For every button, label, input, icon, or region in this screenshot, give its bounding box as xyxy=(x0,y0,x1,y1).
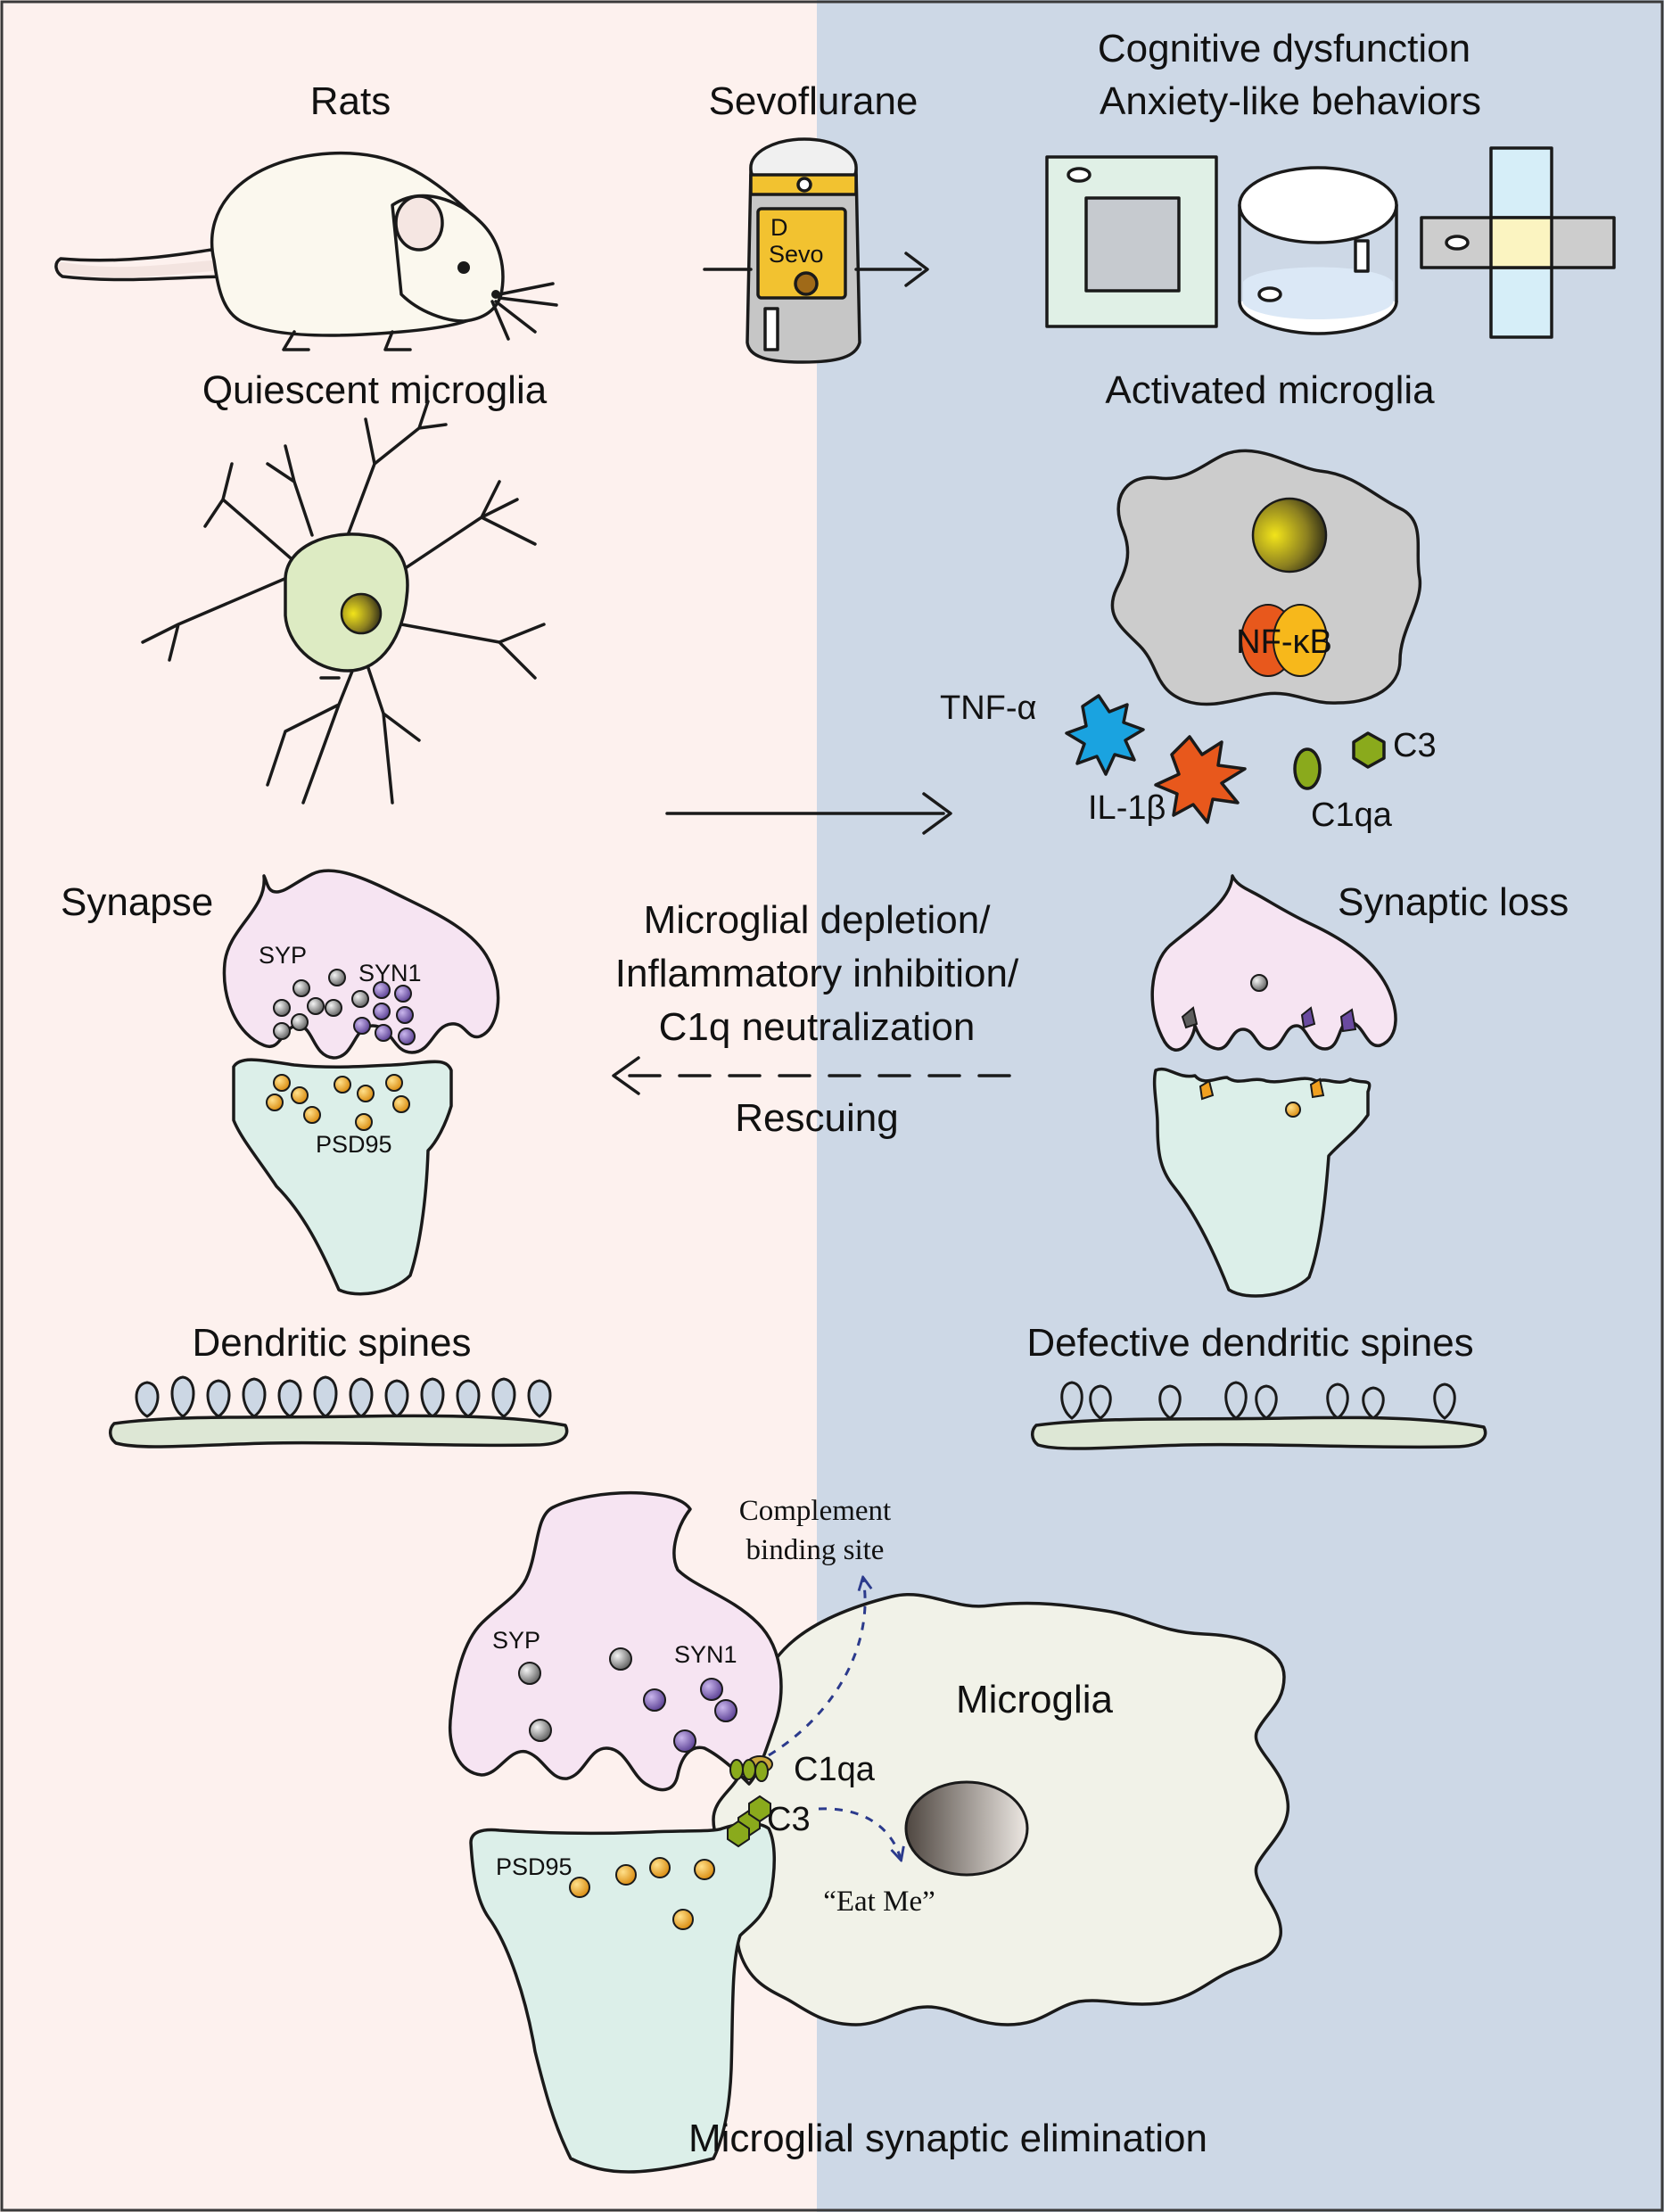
bottom-presynaptic-terminal: SYP SYN1 xyxy=(449,1490,783,1792)
label-il1-beta: IL-1β xyxy=(1088,789,1166,827)
complement-tags xyxy=(727,1755,773,1848)
label-activated-microglia: Activated microglia xyxy=(1105,368,1435,412)
nfkb-subunit-b xyxy=(1273,604,1328,677)
defective-dendrite xyxy=(1031,1381,1487,1450)
c1qa-oval-icon xyxy=(1293,747,1322,790)
rescue-dashed-arrow xyxy=(612,1056,1018,1095)
vaporizer-brand-text: D xyxy=(770,214,788,241)
label-syp-bottom: SYP xyxy=(492,1627,540,1654)
vaporizer-label-text: Sevo xyxy=(769,241,824,268)
rat-illustration xyxy=(54,151,558,351)
activated-microglia-cell: NF-κB xyxy=(1110,449,1422,706)
label-microglial-synaptic-elimination: Microglial synaptic elimination xyxy=(688,2117,1207,2160)
bottom-microglia-nucleus xyxy=(904,1780,1029,1877)
label-c1qa: C1qa xyxy=(1311,796,1393,834)
healthy-dendrite xyxy=(109,1375,569,1449)
activation-arrow xyxy=(665,792,952,835)
c3-hexagon-icon xyxy=(1352,731,1386,769)
syn1-vesicles xyxy=(353,981,416,1045)
label-dendritic-spines: Dendritic spines xyxy=(192,1321,471,1365)
il1-beta-star-icon xyxy=(1154,735,1247,824)
label-binding-site: binding site xyxy=(746,1534,885,1566)
tnf-alpha-star-icon xyxy=(1065,694,1145,776)
label-synapse: Synapse xyxy=(61,880,213,924)
label-c3-bottom: C3 xyxy=(767,1801,811,1838)
syp-vesicles xyxy=(273,969,369,1040)
label-cognitive-dysfunction: Cognitive dysfunction xyxy=(1098,27,1470,70)
label-quiescent-microglia: Quiescent microglia xyxy=(202,368,548,412)
label-syp-top: SYP xyxy=(259,942,307,969)
open-field-test-icon xyxy=(1045,155,1218,328)
label-rescue-depletion: Microglial depletion/ xyxy=(644,898,992,942)
rat-ear xyxy=(394,194,444,252)
label-tnf-alpha: TNF-α xyxy=(940,689,1037,727)
label-complement: Complement xyxy=(739,1495,891,1527)
elevated-plus-maze-icon xyxy=(1420,146,1616,339)
vaporizer-label-panel xyxy=(756,207,847,300)
quiescent-nucleus xyxy=(340,592,383,635)
label-psd95-top: PSD95 xyxy=(316,1131,392,1158)
activated-nucleus xyxy=(1251,497,1328,574)
rat-eye xyxy=(457,261,470,274)
sevoflurane-vaporizer-illustration: D Sevo xyxy=(703,137,929,364)
healthy-synapse: SYP SYN1 PSD95 xyxy=(222,869,500,1296)
label-syn1-top: SYN1 xyxy=(358,960,422,986)
label-syn1-bottom: SYN1 xyxy=(674,1641,737,1668)
damaged-synapse xyxy=(1150,874,1397,1298)
label-anxiety-behaviors: Anxiety-like behaviors xyxy=(1100,79,1481,123)
label-psd95-bottom: PSD95 xyxy=(496,1853,573,1880)
label-rescuing: Rescuing xyxy=(735,1096,898,1140)
bottom-microglia-cell xyxy=(645,1592,1290,2026)
water-maze-test-icon xyxy=(1238,166,1398,335)
label-c3: C3 xyxy=(1393,727,1437,764)
label-synaptic-loss: Synaptic loss xyxy=(1338,880,1569,924)
label-rescue-c1q: C1q neutralization xyxy=(659,1005,976,1049)
label-nfkb: NF-κB xyxy=(1236,623,1332,661)
label-rescue-inhibition: Inflammatory inhibition/ xyxy=(615,952,1019,995)
quiescent-microglia-cell xyxy=(141,400,546,805)
label-eat-me: “Eat Me” xyxy=(823,1886,935,1918)
label-rats: Rats xyxy=(310,79,391,123)
bottom-postsynaptic-spine: PSD95 xyxy=(469,1821,777,2174)
binding-site-arrow xyxy=(768,1579,865,1757)
label-defective-dendritic-spines: Defective dendritic spines xyxy=(1026,1321,1473,1365)
psd95-puncta xyxy=(266,1074,410,1131)
label-microglia: Microglia xyxy=(956,1678,1114,1721)
label-c1qa-bottom: C1qa xyxy=(794,1751,876,1788)
label-sevoflurane: Sevoflurane xyxy=(709,79,918,123)
